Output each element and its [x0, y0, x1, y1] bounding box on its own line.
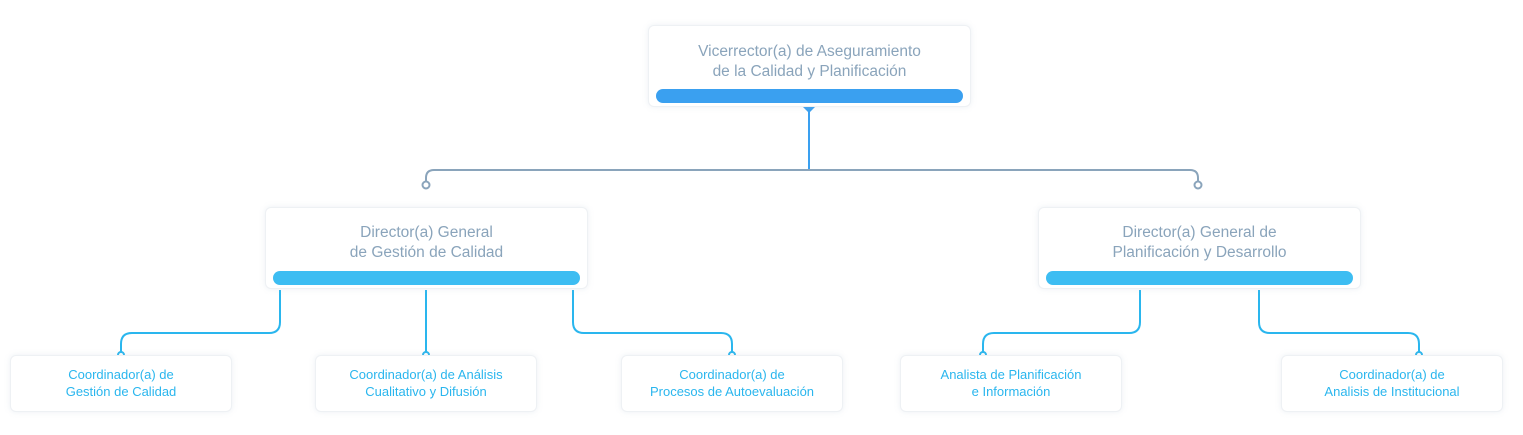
connector-dir1-to-coord1 — [120, 290, 281, 355]
node-label: Coordinador(a) de Gestión de Calidad — [65, 366, 177, 399]
node-label: Director(a) General de Gestión de Calida… — [349, 224, 504, 262]
node-label: Coordinador(a) de Análisis Cualitativo y… — [349, 366, 503, 399]
node-coord-analisis-cualitativo[interactable]: Coordinador(a) de Análisis Cualitativo y… — [315, 355, 537, 412]
node-accent-bar — [656, 89, 963, 103]
node-analista-planificacion[interactable]: Analista de Planificación e Información — [900, 355, 1122, 412]
connector-dir1-to-coord3 — [572, 290, 733, 355]
node-accent-bar — [1046, 271, 1353, 285]
node-label: Coordinador(a) de Analisis de Institucio… — [1324, 366, 1460, 399]
node-label: Director(a) General de Planificación y D… — [1112, 224, 1287, 262]
connector-dir2-to-coord5 — [1258, 290, 1420, 355]
node-label: Coordinador(a) de Procesos de Autoevalua… — [649, 366, 815, 399]
node-accent-bar — [273, 271, 580, 285]
connector-dir2-to-coord4 — [982, 290, 1141, 355]
node-vicerrector[interactable]: Vicerrector(a) de Aseguramiento de la Ca… — [648, 25, 971, 107]
node-label: Analista de Planificación e Información — [940, 366, 1082, 399]
connector-dot — [421, 180, 431, 190]
node-coord-analisis-institucional[interactable]: Coordinador(a) de Analisis de Institucio… — [1281, 355, 1503, 412]
node-coord-autoevaluacion[interactable]: Coordinador(a) de Procesos de Autoevalua… — [621, 355, 843, 412]
node-coord-gestion-calidad[interactable]: Coordinador(a) de Gestión de Calidad — [10, 355, 232, 412]
node-director-planificacion[interactable]: Director(a) General de Planificación y D… — [1038, 207, 1361, 289]
connector-root-to-directors — [425, 169, 1199, 185]
node-label: Vicerrector(a) de Aseguramiento de la Ca… — [698, 43, 921, 81]
node-director-gestion-calidad[interactable]: Director(a) General de Gestión de Calida… — [265, 207, 588, 289]
connector-dot — [1193, 180, 1203, 190]
